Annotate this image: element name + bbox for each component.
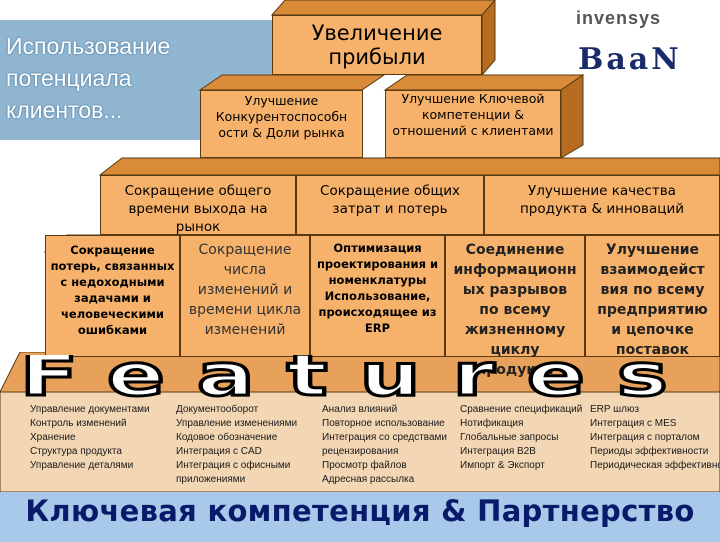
feature-item: Структура продукта	[30, 446, 122, 457]
feature-item: Периодическая эффективность	[590, 460, 720, 471]
feature-item: Импорт & Экспорт	[460, 460, 545, 471]
feature-item: ERP шлюз	[590, 404, 640, 415]
feature-item: Интеграция с порталом	[590, 432, 700, 443]
block-reduce-changes-label: Сокращение числа изменений и времени цик…	[188, 242, 302, 338]
features-col-5: ERP шлюз Интеграция с MES Интеграция с п…	[590, 403, 720, 473]
feature-item: Интеграция с офисными приложениями	[176, 460, 291, 485]
block-costs-losses: Сокращение общих затрат и потерь	[296, 175, 484, 235]
feature-item: Управление изменениями	[176, 418, 298, 429]
feature-item: Интеграция с CAD	[176, 446, 262, 457]
features-word-text: Features	[20, 355, 700, 400]
block-supply-chain-label: Улучшение взаимодейст вия по всему предп…	[597, 242, 708, 358]
top-block-profit: Увеличение прибыли	[272, 15, 482, 75]
features-col-1: Управление документами Контроль изменени…	[30, 403, 180, 473]
baan-logo: BaaN	[578, 42, 682, 77]
feature-item: Хранение	[30, 432, 76, 443]
block-supply-chain: Улучшение взаимодейст вия по всему предп…	[585, 235, 720, 358]
features-word: Features	[19, 355, 700, 400]
block-quality-innovation-label: Улучшение качества продукта & инноваций	[519, 183, 685, 217]
slide-title: Использование потенциала клиентов...	[6, 33, 171, 123]
feature-item: Просмотр файлов	[322, 460, 407, 471]
feature-item: Кодовое обозначение	[176, 432, 278, 443]
feature-item: Интеграция со средствами	[322, 432, 448, 443]
block-optimize-design-label: Оптимизация проектирования и номенклатур…	[316, 241, 439, 335]
feature-item: Сравнение спецификаций	[460, 404, 583, 415]
feature-item: Нотификация	[460, 418, 524, 429]
block-time-to-market-label: Сокращение общего времени выхода на рыно…	[124, 183, 272, 235]
block-info-gaps-label: Соединение информационн ых разрывов по в…	[453, 242, 577, 378]
feature-item: Повторное использование	[322, 418, 445, 429]
block-competitiveness-label: Улучшение Конкурентоспособн ости & Доли …	[215, 93, 348, 140]
features-col-2: Документооборот Управление изменениями К…	[176, 403, 306, 487]
block-time-to-market: Сокращение общего времени выхода на рыно…	[100, 175, 296, 235]
feature-item: рецензирования	[322, 446, 399, 457]
block-optimize-design: Оптимизация проектирования и номенклатур…	[310, 235, 445, 357]
feature-item: Глобальные запросы	[460, 432, 559, 443]
features-col-3: Анализ влияний Повторное использование И…	[322, 403, 452, 487]
block-reduce-losses: Сокращение потерь, связанных с недоходны…	[45, 235, 180, 357]
block-core-competence-label: Улучшение Ключевой компетенции & отношен…	[392, 91, 554, 138]
block-costs-losses-label: Сокращение общих затрат и потерь	[320, 183, 460, 217]
block-competitiveness: Улучшение Конкурентоспособн ости & Доли …	[200, 90, 363, 158]
feature-item: Управление деталями	[30, 460, 134, 471]
feature-item: Адресная рассылка	[322, 474, 415, 485]
block-quality-innovation: Улучшение качества продукта & инноваций	[484, 175, 720, 235]
block-info-gaps: Соединение информационн ых разрывов по в…	[445, 235, 585, 378]
feature-item: Документооборот	[176, 404, 259, 415]
feature-item: Управление документами	[30, 404, 150, 415]
feature-item: Интеграция с MES	[590, 418, 677, 429]
feature-item: Анализ влияний	[322, 404, 398, 415]
bottom-title: Ключевая компетенция & Партнерство	[25, 494, 695, 528]
feature-item: Контроль изменений	[30, 418, 127, 429]
top-block-label: Увеличение прибыли	[311, 21, 443, 69]
features-platform	[0, 352, 720, 542]
block-reduce-losses-label: Сокращение потерь, связанных с недоходны…	[50, 243, 175, 337]
block-reduce-changes: Сокращение числа изменений и времени цик…	[180, 235, 310, 357]
invensys-logo: invensys	[576, 8, 662, 28]
feature-item: Интеграция B2B	[460, 446, 536, 457]
features-col-4: Сравнение спецификаций Нотификация Глоба…	[460, 403, 590, 473]
feature-item: Периоды эффективности	[590, 446, 709, 457]
block-core-competence: Улучшение Ключевой компетенции & отношен…	[385, 90, 561, 158]
